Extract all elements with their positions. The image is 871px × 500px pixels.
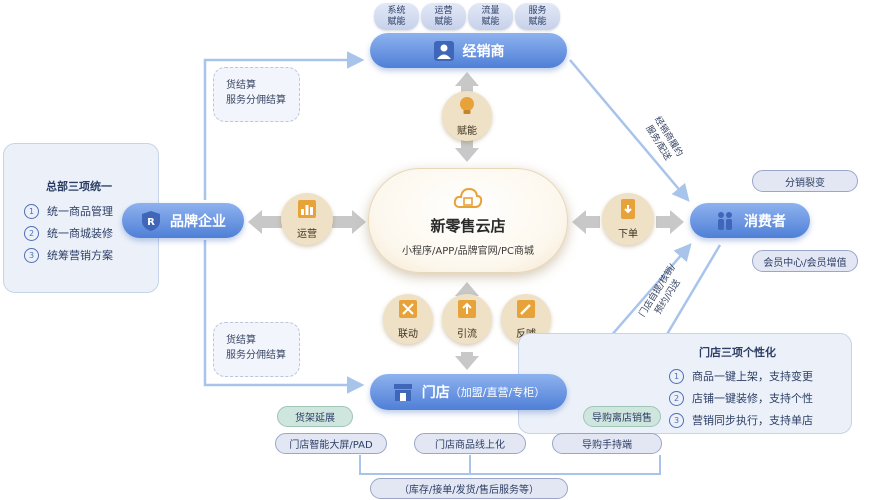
link-icon: [399, 300, 417, 318]
upload-icon: [458, 300, 476, 318]
cloud-store-icon: [453, 187, 483, 208]
distribution-split-pill[interactable]: 分销裂变: [752, 170, 858, 192]
circle-link[interactable]: 联动: [383, 294, 433, 344]
guide-offsite-sales-pill[interactable]: 导购离店销售: [583, 406, 661, 427]
svg-text:R: R: [147, 217, 155, 228]
dealer-node[interactable]: 经销商: [370, 33, 567, 68]
store-services-pill[interactable]: （库存/接单/发货/售后服务等）: [370, 478, 568, 499]
edit-icon: [517, 300, 535, 318]
bar-chart-icon: [298, 200, 316, 218]
hub-title: 新零售云店: [430, 216, 506, 235]
store-goods-online-pill[interactable]: 门店商品线上化: [414, 433, 526, 454]
cap-traffic-empower: 流量赋能: [468, 3, 513, 30]
document-icon: [621, 199, 635, 219]
store-node[interactable]: 门店 （加盟/直营/专柜）: [370, 374, 567, 410]
brand-to-store-line: [203, 240, 365, 394]
dealer-to-consumer-line: [569, 59, 690, 202]
lightbulb-icon: [460, 97, 474, 114]
brand-to-dealer-line: [203, 51, 365, 200]
guide-handheld-pill[interactable]: 导购手持端: [552, 433, 662, 454]
consumer-node[interactable]: 消费者: [690, 203, 810, 238]
circle-empower[interactable]: 赋能: [442, 91, 492, 141]
bottom-bracket: [359, 455, 661, 475]
store-panel-title: 门店三项个性化: [699, 346, 776, 359]
hub-subtitle: 小程序/APP/品牌官网/PC商城: [401, 245, 535, 257]
smart-screen-pad-pill[interactable]: 门店智能大屏/PAD: [275, 433, 387, 454]
people-icon: [718, 211, 732, 230]
circle-operate[interactable]: 运营: [281, 193, 333, 245]
cap-system-empower: 系统赋能: [374, 3, 419, 30]
cap-operation-empower: 运营赋能: [421, 3, 466, 30]
brand-node[interactable]: R 品牌企业: [122, 203, 244, 238]
cap-service-empower: 服务赋能: [515, 3, 560, 30]
circle-order[interactable]: 下单: [602, 193, 654, 245]
settlement-box-bottom: 货结算 服务分佣结算: [213, 322, 300, 377]
circle-traffic[interactable]: 引流: [442, 294, 492, 344]
brand-shield-icon: R: [142, 210, 160, 231]
settlement-box-top: 货结算 服务分佣结算: [213, 67, 300, 122]
dealer-icon: [433, 40, 454, 61]
storefront-icon: [393, 384, 412, 401]
hq-panel-title: 总部三项统一: [46, 180, 112, 193]
member-center-pill[interactable]: 会员中心/会员增值: [752, 250, 858, 272]
shelf-extension-pill[interactable]: 货架延展: [277, 406, 353, 427]
new-retail-cloud-store-hub[interactable]: 新零售云店 小程序/APP/品牌官网/PC商城: [368, 168, 568, 273]
